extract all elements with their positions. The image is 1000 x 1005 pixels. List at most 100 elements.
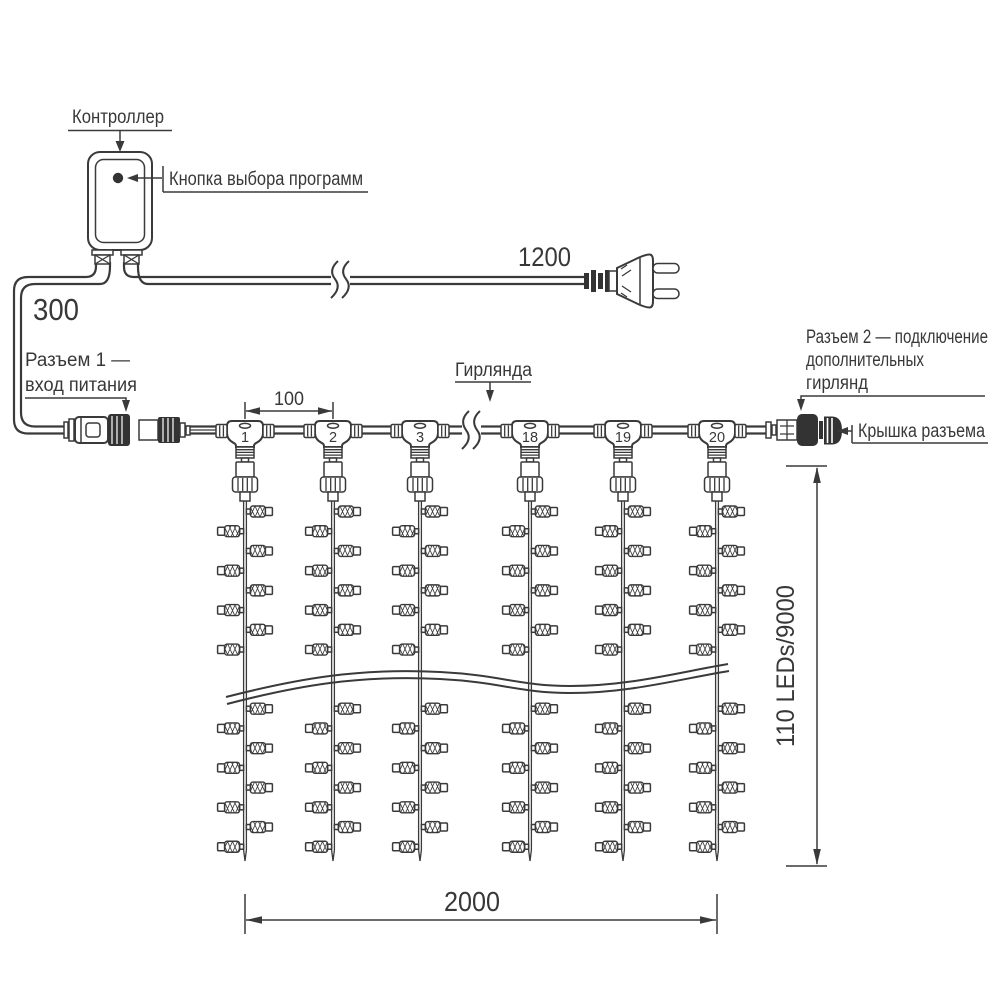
led-lamp (245, 702, 274, 715)
led-lamp (304, 801, 333, 814)
t-connector (314, 420, 352, 448)
power-cable (122, 260, 584, 299)
drop-number: 18 (522, 430, 538, 446)
dim-curtain-height-label: 110 LEDs/9000 (772, 585, 800, 747)
led-lamp (623, 741, 652, 755)
led-lamp (216, 840, 245, 853)
led-lamp (391, 801, 420, 814)
led-lamp (216, 722, 245, 735)
led-lamp (420, 584, 449, 597)
button-label: Кнопка выбора программ (169, 169, 363, 190)
cap-label: Крышка разъема (858, 421, 985, 442)
led-lamp (391, 643, 420, 656)
dim-curtain-width: 2000 (244, 886, 718, 934)
drop-string: 3 (390, 420, 450, 862)
garland-break-mark (472, 410, 481, 450)
connector1 (63, 414, 226, 446)
led-lamp (717, 702, 746, 715)
led-lamp (501, 603, 530, 617)
led-lamp (717, 781, 746, 794)
drop-number: 20 (709, 430, 725, 446)
cable-break-mark (341, 260, 350, 299)
led-lamp (420, 741, 449, 755)
led-lamp (391, 603, 420, 617)
led-lamp (530, 702, 559, 715)
garland-break-mark (461, 410, 470, 450)
led-lamp (530, 584, 559, 597)
led-lamp (391, 525, 420, 538)
led-lamp (216, 643, 245, 656)
dim-curtain-height: 110 LEDs/9000 (772, 465, 827, 867)
led-lamp (245, 584, 274, 597)
led-lamp (216, 761, 245, 775)
connector2-label-line3: гирлянд (806, 373, 868, 394)
led-lamp (391, 840, 420, 853)
led-lamp (245, 544, 274, 558)
led-lamp (420, 505, 449, 518)
controller-label-leader (68, 129, 172, 152)
controller (87, 151, 153, 265)
led-lamp (216, 603, 245, 617)
connector2-label-line1: Разъем 2 — подключение (806, 327, 988, 348)
led-lamp (623, 584, 652, 597)
t-connector (698, 420, 736, 448)
led-lamp (717, 505, 746, 518)
led-lamp (501, 840, 530, 853)
drop-number: 19 (615, 430, 631, 446)
led-lamp (391, 564, 420, 577)
led-lamp (420, 623, 449, 637)
led-lamp (304, 564, 333, 577)
curtain-strings: 1 2 3 18 19 20 (215, 420, 747, 862)
drop-number: 3 (416, 430, 424, 446)
connector1-label-line2: вход питания (25, 375, 137, 396)
led-lamp (304, 525, 333, 538)
led-lamp (623, 505, 652, 518)
connector2-leader (797, 395, 985, 411)
connector2 (765, 414, 818, 446)
led-lamp (717, 584, 746, 597)
garland-label: Гирлянда (455, 360, 532, 381)
dim-curtain-width-label: 2000 (444, 886, 500, 917)
drop-string: 20 (687, 420, 747, 862)
t-connector (511, 420, 549, 448)
led-lamp (420, 820, 449, 834)
lead-length-label: 300 (33, 292, 79, 327)
led-lamp (501, 761, 530, 775)
sag-cable (225, 663, 730, 705)
led-lamp (333, 702, 362, 715)
led-lamp (594, 840, 623, 853)
led-lamp (623, 544, 652, 558)
led-lamp (688, 603, 717, 617)
led-lamp (420, 702, 449, 715)
led-lamp (717, 623, 746, 637)
led-lamp (391, 722, 420, 735)
led-lamp (688, 564, 717, 577)
led-lamp (688, 525, 717, 538)
led-lamp (530, 544, 559, 558)
led-lamp (623, 702, 652, 715)
led-lamp (717, 741, 746, 755)
led-lamp (594, 525, 623, 538)
led-lamp (245, 741, 274, 755)
led-lamp (333, 781, 362, 794)
led-lamp (391, 761, 420, 775)
drop-number: 2 (329, 430, 337, 446)
cable-break-mark (330, 260, 339, 299)
cap-label-leader (837, 425, 988, 444)
led-lamp (216, 801, 245, 814)
led-lamp (530, 505, 559, 518)
led-lamp (304, 840, 333, 853)
led-lamp (530, 741, 559, 755)
led-lamp (688, 761, 717, 775)
drop-string: 1 (215, 420, 275, 862)
led-lamp (688, 840, 717, 853)
led-lamp (501, 525, 530, 538)
t-connector (226, 420, 264, 448)
led-lamp (216, 525, 245, 538)
led-lamp (501, 643, 530, 656)
led-lamp (245, 505, 274, 518)
led-lamp (594, 564, 623, 577)
led-lamp (688, 643, 717, 656)
t-connector (604, 420, 642, 448)
